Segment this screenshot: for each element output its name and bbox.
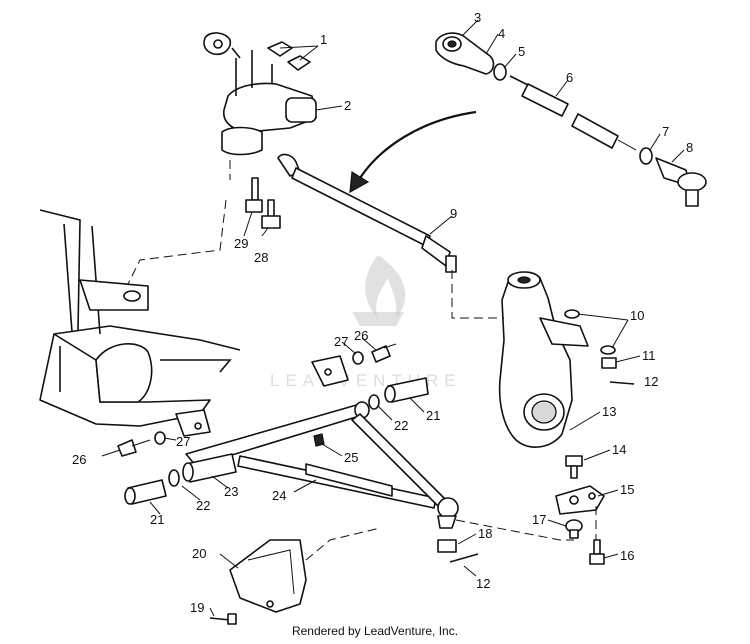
callout-24: 24 xyxy=(272,488,286,503)
bolt-26-right xyxy=(371,343,397,363)
castle-nut-18 xyxy=(437,539,457,553)
bushing-21-lower xyxy=(124,479,167,505)
callout-22-lower: 22 xyxy=(196,498,210,513)
cotter-pin-12-upper xyxy=(609,381,635,385)
callout-27-right: 27 xyxy=(334,334,348,349)
washer-10-upper xyxy=(564,309,580,319)
callout-11: 11 xyxy=(642,348,656,363)
callout-16: 16 xyxy=(620,548,634,563)
callout-29: 29 xyxy=(234,236,248,251)
bolt-26-left xyxy=(117,439,151,457)
guard-20 xyxy=(229,527,381,613)
callout-25: 25 xyxy=(344,450,358,465)
leader-lines xyxy=(101,19,685,617)
ball-joint-plate-15 xyxy=(555,485,605,515)
screw-19 xyxy=(209,613,237,625)
callout-12-lower: 12 xyxy=(476,576,490,591)
pivot-tube-23 xyxy=(182,453,237,483)
ball-joint-17 xyxy=(565,519,583,539)
bolt-29 xyxy=(245,177,263,213)
callout-21-upper: 21 xyxy=(426,408,440,423)
callout-20: 20 xyxy=(192,546,206,561)
bushing-21-upper xyxy=(384,377,429,403)
callout-26-right: 26 xyxy=(354,328,368,343)
callout-17: 17 xyxy=(532,512,546,527)
washer-10-lower xyxy=(600,345,616,355)
tie-rod-end-3 xyxy=(435,32,495,75)
watermark-logo xyxy=(352,255,406,326)
watermark-text: LEADVENTURE xyxy=(270,371,462,390)
callout-23: 23 xyxy=(224,484,238,499)
callout-10: 10 xyxy=(630,308,644,323)
tie-rod-assembly-9 xyxy=(277,153,457,273)
callout-2: 2 xyxy=(344,98,351,113)
callout-6: 6 xyxy=(566,70,573,85)
bolt-14 xyxy=(565,455,583,479)
vehicle-frame xyxy=(39,209,241,437)
callout-7: 7 xyxy=(662,124,669,139)
castle-nut-11 xyxy=(601,357,617,369)
callout-15: 15 xyxy=(620,482,634,497)
steering-post-bracket xyxy=(119,32,317,301)
bolt-16 xyxy=(589,539,605,565)
callout-5: 5 xyxy=(518,44,525,59)
callout-12-upper: 12 xyxy=(644,374,658,389)
callout-28: 28 xyxy=(254,250,268,265)
bolt-28 xyxy=(261,199,281,229)
callout-9: 9 xyxy=(450,206,457,221)
cotter-pin-12-lower xyxy=(449,553,479,563)
callout-8: 8 xyxy=(686,140,693,155)
direction-arrow xyxy=(349,110,477,194)
callout-1: 1 xyxy=(320,32,327,47)
callout-14: 14 xyxy=(612,442,626,457)
tie-rod-end-8 xyxy=(655,157,707,207)
jam-nut-7 xyxy=(639,147,653,165)
callout-26-left: 26 xyxy=(72,452,86,467)
callout-4: 4 xyxy=(498,26,505,41)
bracket-upper-right xyxy=(311,355,349,387)
callout-13: 13 xyxy=(602,404,616,419)
washer-27-right xyxy=(352,351,364,365)
a-arm-24 xyxy=(185,401,459,529)
washer-22-lower xyxy=(168,469,180,487)
callout-21-lower: 21 xyxy=(150,512,164,527)
callout-19: 19 xyxy=(190,600,204,615)
callout-18: 18 xyxy=(478,526,492,541)
washer-22-upper xyxy=(368,394,380,410)
grease-fitting-25 xyxy=(313,433,325,447)
jam-nut-5 xyxy=(493,63,507,81)
washer-27-left xyxy=(154,431,166,445)
callout-22-upper: 22 xyxy=(394,418,408,433)
callout-27-left: 27 xyxy=(176,434,190,449)
callout-3: 3 xyxy=(474,10,481,25)
rendered-by-footer: Rendered by LeadVenture, Inc. xyxy=(291,624,459,638)
spindle-knuckle-13 xyxy=(451,270,589,448)
tie-rod-tube-6 xyxy=(509,75,637,151)
